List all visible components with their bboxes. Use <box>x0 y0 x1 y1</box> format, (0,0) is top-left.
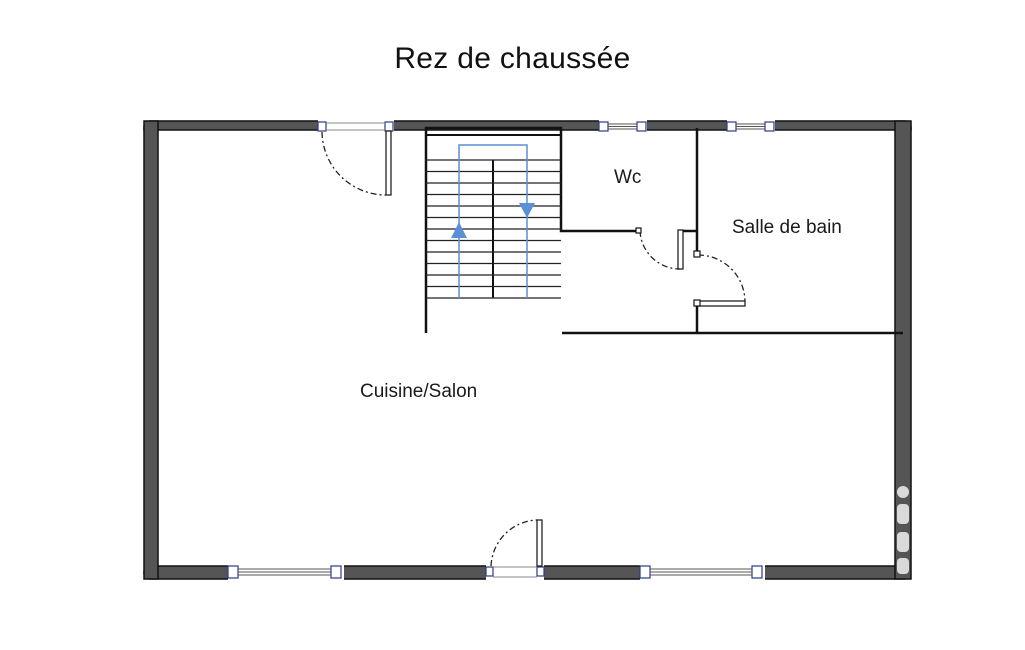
door-post <box>635 227 642 234</box>
door-post <box>693 250 701 258</box>
door-leaf-bottom <box>536 519 543 567</box>
door-arc-wc <box>639 230 681 270</box>
door-arc-bathroom <box>697 254 746 302</box>
stair-arrow-down <box>519 203 535 218</box>
wall-right <box>894 120 912 580</box>
door-leaf-wc <box>677 229 684 270</box>
interior-walls <box>424 126 903 335</box>
wall-left <box>143 120 159 580</box>
stair-arrow-up <box>451 222 467 238</box>
room-label-cuisine-salon: Cuisine/Salon <box>360 381 478 402</box>
door-post <box>693 299 701 307</box>
door-arc-top <box>321 131 387 196</box>
plan-title: Rez de chaussée <box>394 42 631 75</box>
door-arc-bottom <box>490 519 538 567</box>
staircase <box>426 134 561 299</box>
door-swings <box>321 130 746 567</box>
door-opening-bottom <box>486 565 544 580</box>
door-leaf-top <box>385 130 392 196</box>
door-leaf-bathroom <box>696 300 746 307</box>
watermark-graphic <box>894 482 916 578</box>
top-wall-openings <box>317 120 775 132</box>
bottom-wall-openings <box>227 565 765 580</box>
stair-enclosure-wall <box>424 126 640 333</box>
room-label-wc: Wc <box>614 167 642 188</box>
stair-arrow-path <box>458 144 528 298</box>
room-label-salle-de-bain: Salle de bain <box>732 217 842 238</box>
